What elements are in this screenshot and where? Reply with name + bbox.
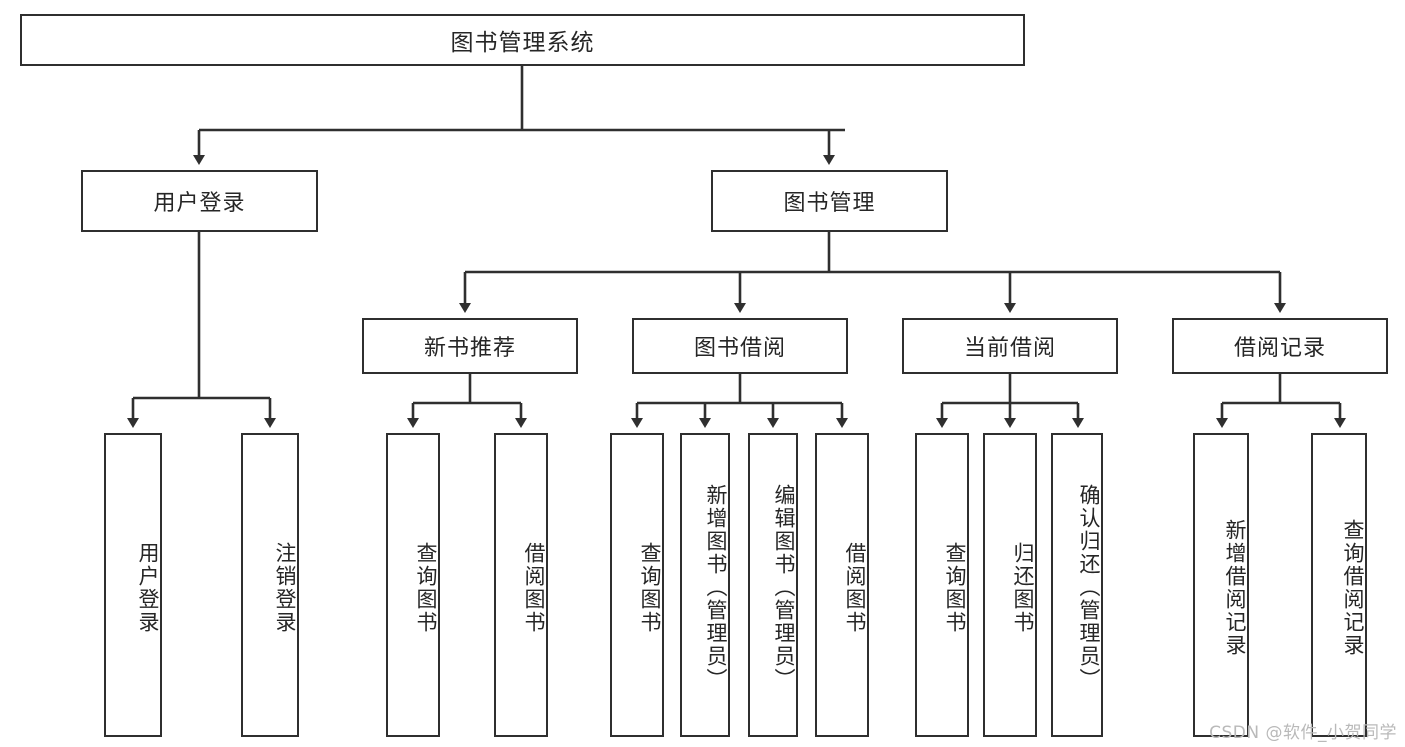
leaf-edit-book-admin[interactable]: 编辑图书（管理员）: [748, 433, 798, 737]
node-current-borrow[interactable]: 当前借阅: [902, 318, 1118, 374]
leaf-query-book-borrow[interactable]: 查询图书: [610, 433, 664, 737]
leaf-query-borrow-record[interactable]: 查询借阅记录: [1311, 433, 1367, 737]
leaf-query-book-current[interactable]: 查询图书: [915, 433, 969, 737]
node-book-borrow[interactable]: 图书借阅: [632, 318, 848, 374]
leaf-borrow-book-recommend[interactable]: 借阅图书: [494, 433, 548, 737]
leaf-query-book-recommend[interactable]: 查询图书: [386, 433, 440, 737]
node-root[interactable]: 图书管理系统: [20, 14, 1025, 66]
node-new-book-recommend[interactable]: 新书推荐: [362, 318, 578, 374]
leaf-add-borrow-record[interactable]: 新增借阅记录: [1193, 433, 1249, 737]
leaf-return-book[interactable]: 归还图书: [983, 433, 1037, 737]
node-user-login[interactable]: 用户登录: [81, 170, 318, 232]
leaf-add-book-admin[interactable]: 新增图书（管理员）: [680, 433, 730, 737]
leaf-logout[interactable]: 注销登录: [241, 433, 299, 737]
watermark: CSDN @软件_小贺同学: [1209, 723, 1397, 743]
leaf-confirm-return-admin[interactable]: 确认归还（管理员）: [1051, 433, 1103, 737]
node-book-management[interactable]: 图书管理: [711, 170, 948, 232]
leaf-user-login[interactable]: 用户登录: [104, 433, 162, 737]
leaf-borrow-book[interactable]: 借阅图书: [815, 433, 869, 737]
node-borrow-record[interactable]: 借阅记录: [1172, 318, 1388, 374]
